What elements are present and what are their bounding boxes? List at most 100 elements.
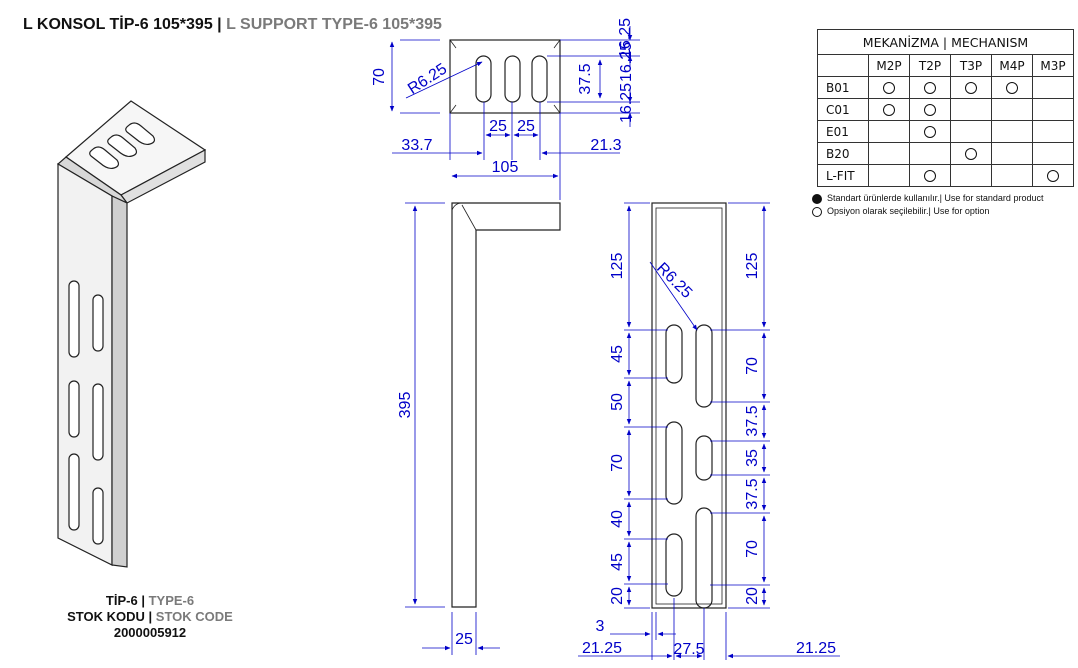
mark-cell <box>991 142 1033 165</box>
mark-cell <box>991 76 1033 99</box>
type-tr: TİP-6 <box>105 593 138 608</box>
col-header-m4p: M4P <box>991 54 1033 77</box>
side-view: 395 25 <box>397 202 561 655</box>
corner-cell <box>817 54 869 77</box>
dim-front-21-25-b: 21.25 <box>796 640 836 657</box>
dim-top-105: 105 <box>492 159 519 176</box>
table-row: B20 <box>817 142 1074 165</box>
page-title: L KONSOL TİP-6 105*395 | L SUPPORT TYPE-… <box>23 16 442 34</box>
mark-cell <box>1032 76 1074 99</box>
dim-front-21-25-a: 21.25 <box>582 640 622 657</box>
mechanism-table-title: MEKANİZMA | MECHANISM <box>817 29 1074 55</box>
mark-cell <box>950 98 992 121</box>
dim-front-3: 3 <box>596 618 605 635</box>
dim-front-l45a: 45 <box>609 345 626 363</box>
legend-standard: Standart ürünlerde kullanılır.| Use for … <box>812 193 1043 204</box>
dim-top-37-5: 37.5 <box>577 63 594 94</box>
open-circle-icon <box>883 82 895 94</box>
title-en: L SUPPORT TYPE-6 105*395 <box>226 16 442 33</box>
dim-top-70: 70 <box>371 68 388 86</box>
mark-cell <box>991 98 1033 121</box>
mark-cell <box>1032 120 1074 143</box>
stock-code-value: 2000005912 <box>113 625 187 640</box>
mark-cell <box>950 76 992 99</box>
stock-code-caption: STOK KODU | STOK CODE <box>67 609 233 624</box>
mark-cell <box>868 76 910 99</box>
mark-cell <box>868 164 910 187</box>
stock-code-tr: STOK KODU <box>67 609 145 624</box>
mark-cell <box>909 164 951 187</box>
mechanism-table: MEKANİZMA | MECHANISM M2P T2P T3P M4P M3… <box>817 29 1074 187</box>
open-circle-icon <box>1006 82 1018 94</box>
dim-front-r35: 35 <box>744 449 761 467</box>
dim-top-16-25-b: 16.25 <box>618 42 635 82</box>
dim-front-l50: 50 <box>609 393 626 411</box>
row-label: C01 <box>817 98 869 121</box>
dim-front-r70b: 70 <box>744 540 761 558</box>
dim-top-16-25-a: 16.25 <box>617 18 634 58</box>
open-circle-icon <box>965 82 977 94</box>
dim-top-33-7: 33.7 <box>401 137 432 154</box>
type-caption: TİP-6 | TYPE-6 <box>105 593 195 608</box>
mark-cell <box>950 164 992 187</box>
dim-front-27-5: 27.5 <box>673 641 704 658</box>
dim-front-l40: 40 <box>609 510 626 528</box>
mark-cell <box>950 142 992 165</box>
dim-top-16-25-c: 16.25 <box>618 83 635 123</box>
dim-top-25-a: 25 <box>489 118 507 135</box>
open-circle-icon <box>965 148 977 160</box>
mark-cell <box>991 164 1033 187</box>
col-header-t3p: T3P <box>950 54 992 77</box>
row-label: B01 <box>817 76 869 99</box>
dim-side-25: 25 <box>455 631 473 648</box>
title-separator: | <box>217 16 222 33</box>
type-en: TYPE-6 <box>148 593 195 608</box>
dim-front-r70a: 70 <box>744 357 761 375</box>
mark-cell <box>950 120 992 143</box>
dim-front-l70: 70 <box>609 454 626 472</box>
dim-side-395: 395 <box>397 392 414 419</box>
mark-cell <box>868 120 910 143</box>
dim-front-r6-25: R6.25 <box>653 260 695 302</box>
dim-front-l125: 125 <box>609 253 626 280</box>
mark-cell <box>909 142 951 165</box>
open-circle-icon <box>812 206 822 217</box>
col-header-m2p: M2P <box>868 54 910 77</box>
mark-cell <box>909 76 951 99</box>
mark-cell <box>1032 164 1074 187</box>
table-row: E01 <box>817 120 1074 143</box>
row-label: B20 <box>817 142 869 165</box>
open-circle-icon <box>1047 170 1059 182</box>
table-row: B01 <box>817 76 1074 99</box>
mark-cell <box>1032 98 1074 121</box>
front-view: 125 45 50 70 40 45 20 125 70 37.5 35 37.… <box>578 202 840 660</box>
mark-cell <box>868 142 910 165</box>
title-tr: L KONSOL TİP-6 105*395 <box>23 16 213 33</box>
dim-front-r37-5a: 37.5 <box>744 405 761 436</box>
dim-front-r37-5b: 37.5 <box>744 478 761 509</box>
filled-circle-icon <box>812 193 822 204</box>
legend-option-text: Opsiyon olarak seçilebilir.| Use for opt… <box>827 206 990 216</box>
isometric-view <box>56 100 207 568</box>
col-header-m3p: M3P <box>1032 54 1074 77</box>
legend-option: Opsiyon olarak seçilebilir.| Use for opt… <box>812 206 989 217</box>
open-circle-icon <box>924 170 936 182</box>
dim-front-r20: 20 <box>744 587 761 605</box>
dim-front-r125: 125 <box>744 253 761 280</box>
mark-cell <box>1032 142 1074 165</box>
mark-cell <box>909 98 951 121</box>
mark-cell <box>868 98 910 121</box>
dim-top-r6-25: R6.25 <box>405 60 450 98</box>
stock-code-en: STOK CODE <box>155 609 233 624</box>
dim-front-l20: 20 <box>609 587 626 605</box>
mark-cell <box>909 120 951 143</box>
open-circle-icon <box>924 104 936 116</box>
dim-top-21-3: 21.3 <box>590 137 621 154</box>
row-label: L-FIT <box>817 164 869 187</box>
open-circle-icon <box>924 82 936 94</box>
col-header-t2p: T2P <box>909 54 951 77</box>
dim-top-25-b: 25 <box>517 118 535 135</box>
mark-cell <box>991 120 1033 143</box>
